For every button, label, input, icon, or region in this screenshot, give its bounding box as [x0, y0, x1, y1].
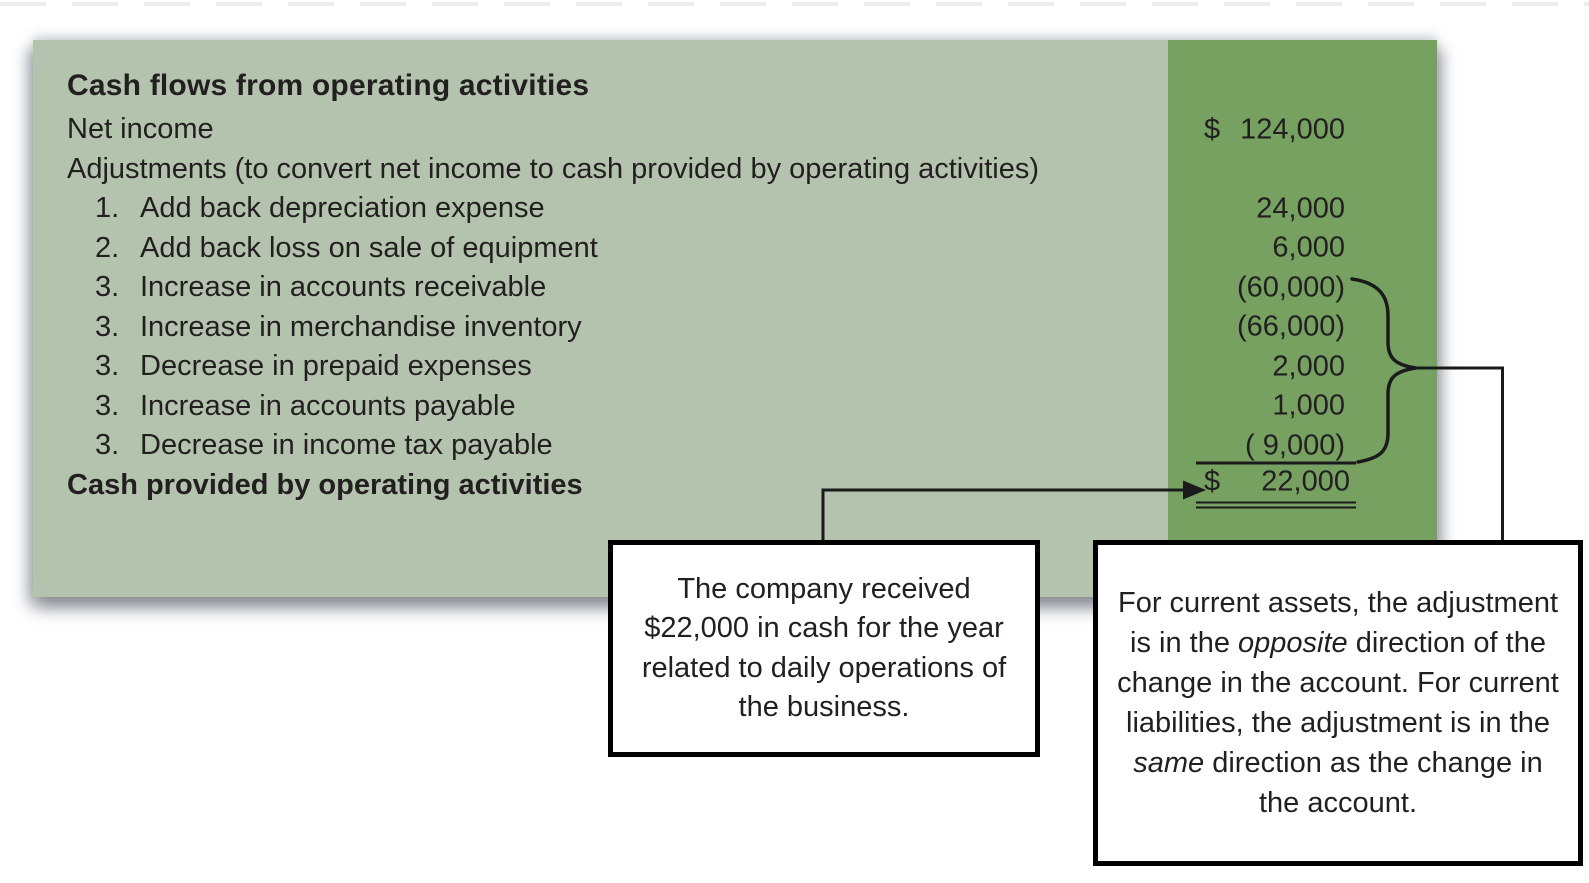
row-number: 3. — [95, 429, 120, 462]
row-number: 3. — [95, 310, 120, 343]
amount-value: 24,000 — [1256, 192, 1345, 225]
amount-value: (66,000) — [1236, 310, 1345, 343]
row-label: Decrease in income tax payable — [140, 429, 553, 462]
statement-row: 3. Decrease in prepaid expenses 2,000 — [67, 347, 1437, 387]
row-label: Increase in merchandise inventory — [140, 310, 582, 343]
currency-symbol: $ — [1204, 465, 1221, 498]
row-number: 2. — [95, 231, 120, 264]
amount-value: (60,000) — [1236, 271, 1345, 304]
row-number: 3. — [95, 271, 120, 304]
amount-value: 22,000 — [1261, 465, 1350, 498]
row-label: Add back depreciation expense — [140, 192, 545, 225]
row-amount: 2,000 — [1204, 350, 1345, 383]
text-segment: direction as the change in the account. — [1204, 747, 1543, 819]
statement-row: Cash provided by operating activities $22… — [67, 461, 1437, 509]
row-number: 3. — [95, 389, 120, 422]
row-label: Add back loss on sale of equipment — [140, 231, 598, 264]
statement-row: 2. Add back loss on sale of equipment 6,00… — [67, 229, 1437, 269]
row-amount-total: $22,000 — [1196, 461, 1356, 509]
row-amount: $124,000 — [1204, 113, 1345, 146]
row-number: 1. — [95, 192, 120, 225]
row-amount: (66,000) — [1204, 311, 1345, 344]
row-amount: (60,000) — [1204, 271, 1345, 304]
row-amount: ( 9,000) — [1204, 429, 1345, 462]
row-label: Cash provided by operating activities — [67, 468, 583, 501]
amount-value: 6,000 — [1272, 231, 1345, 264]
callout-cash-received-text: The company received $22,000 in cash for… — [641, 572, 1007, 724]
row-label: Net income — [67, 113, 214, 146]
row-label: Decrease in prepaid expenses — [140, 350, 532, 383]
statement-row: 3. Increase in accounts receivable (60,000… — [67, 268, 1437, 308]
amount-value: 1,000 — [1272, 389, 1345, 422]
statement-row: 1. Add back depreciation expense 24,000 — [67, 189, 1437, 229]
statement-row: 3. Increase in accounts payable 1,000 — [67, 387, 1437, 427]
amount-value: 124,000 — [1240, 113, 1345, 146]
statement-row: Adjustments (to convert net income to ca… — [67, 150, 1437, 190]
callout-cash-received: The company received $22,000 in cash for… — [608, 540, 1040, 757]
row-label: Increase in accounts receivable — [140, 271, 547, 304]
currency-symbol: $ — [1204, 113, 1221, 146]
scan-edge-dashes — [0, 2, 1589, 6]
row-label: Increase in accounts payable — [140, 389, 516, 422]
statement-row: 3. Decrease in income tax payable ( 9,000) — [67, 426, 1437, 466]
emphasized-word: same — [1133, 747, 1205, 779]
callout-adjustment-rule: For current assets, the adjustment is in… — [1093, 540, 1583, 866]
statement-row: 3. Increase in merchandise inventory (66,0… — [67, 308, 1437, 348]
emphasized-word: opposite — [1238, 627, 1348, 659]
amount-value: 2,000 — [1272, 350, 1345, 383]
statement-row: Net income $124,000 — [67, 110, 1437, 150]
amount-value: ( 9,000) — [1245, 429, 1345, 462]
cash-flow-statement-panel: Cash flows from operating activities Net… — [33, 40, 1437, 597]
row-label: Adjustments (to convert net income to ca… — [67, 152, 1039, 185]
row-amount: 24,000 — [1204, 192, 1345, 225]
row-amount: 6,000 — [1204, 232, 1345, 265]
text-segment: For current assets, the adjustment is in… — [1117, 587, 1559, 659]
cash-flow-statement: Cash flows from operating activities Net… — [67, 66, 1437, 509]
callout-adjustment-rule-text: For current assets, the adjustment is in… — [1112, 583, 1564, 823]
row-number: 3. — [95, 350, 120, 383]
statement-title: Cash flows from operating activities — [67, 69, 590, 102]
row-amount: 1,000 — [1204, 390, 1345, 423]
text-segment: direction of the change in the account. … — [1117, 627, 1559, 739]
